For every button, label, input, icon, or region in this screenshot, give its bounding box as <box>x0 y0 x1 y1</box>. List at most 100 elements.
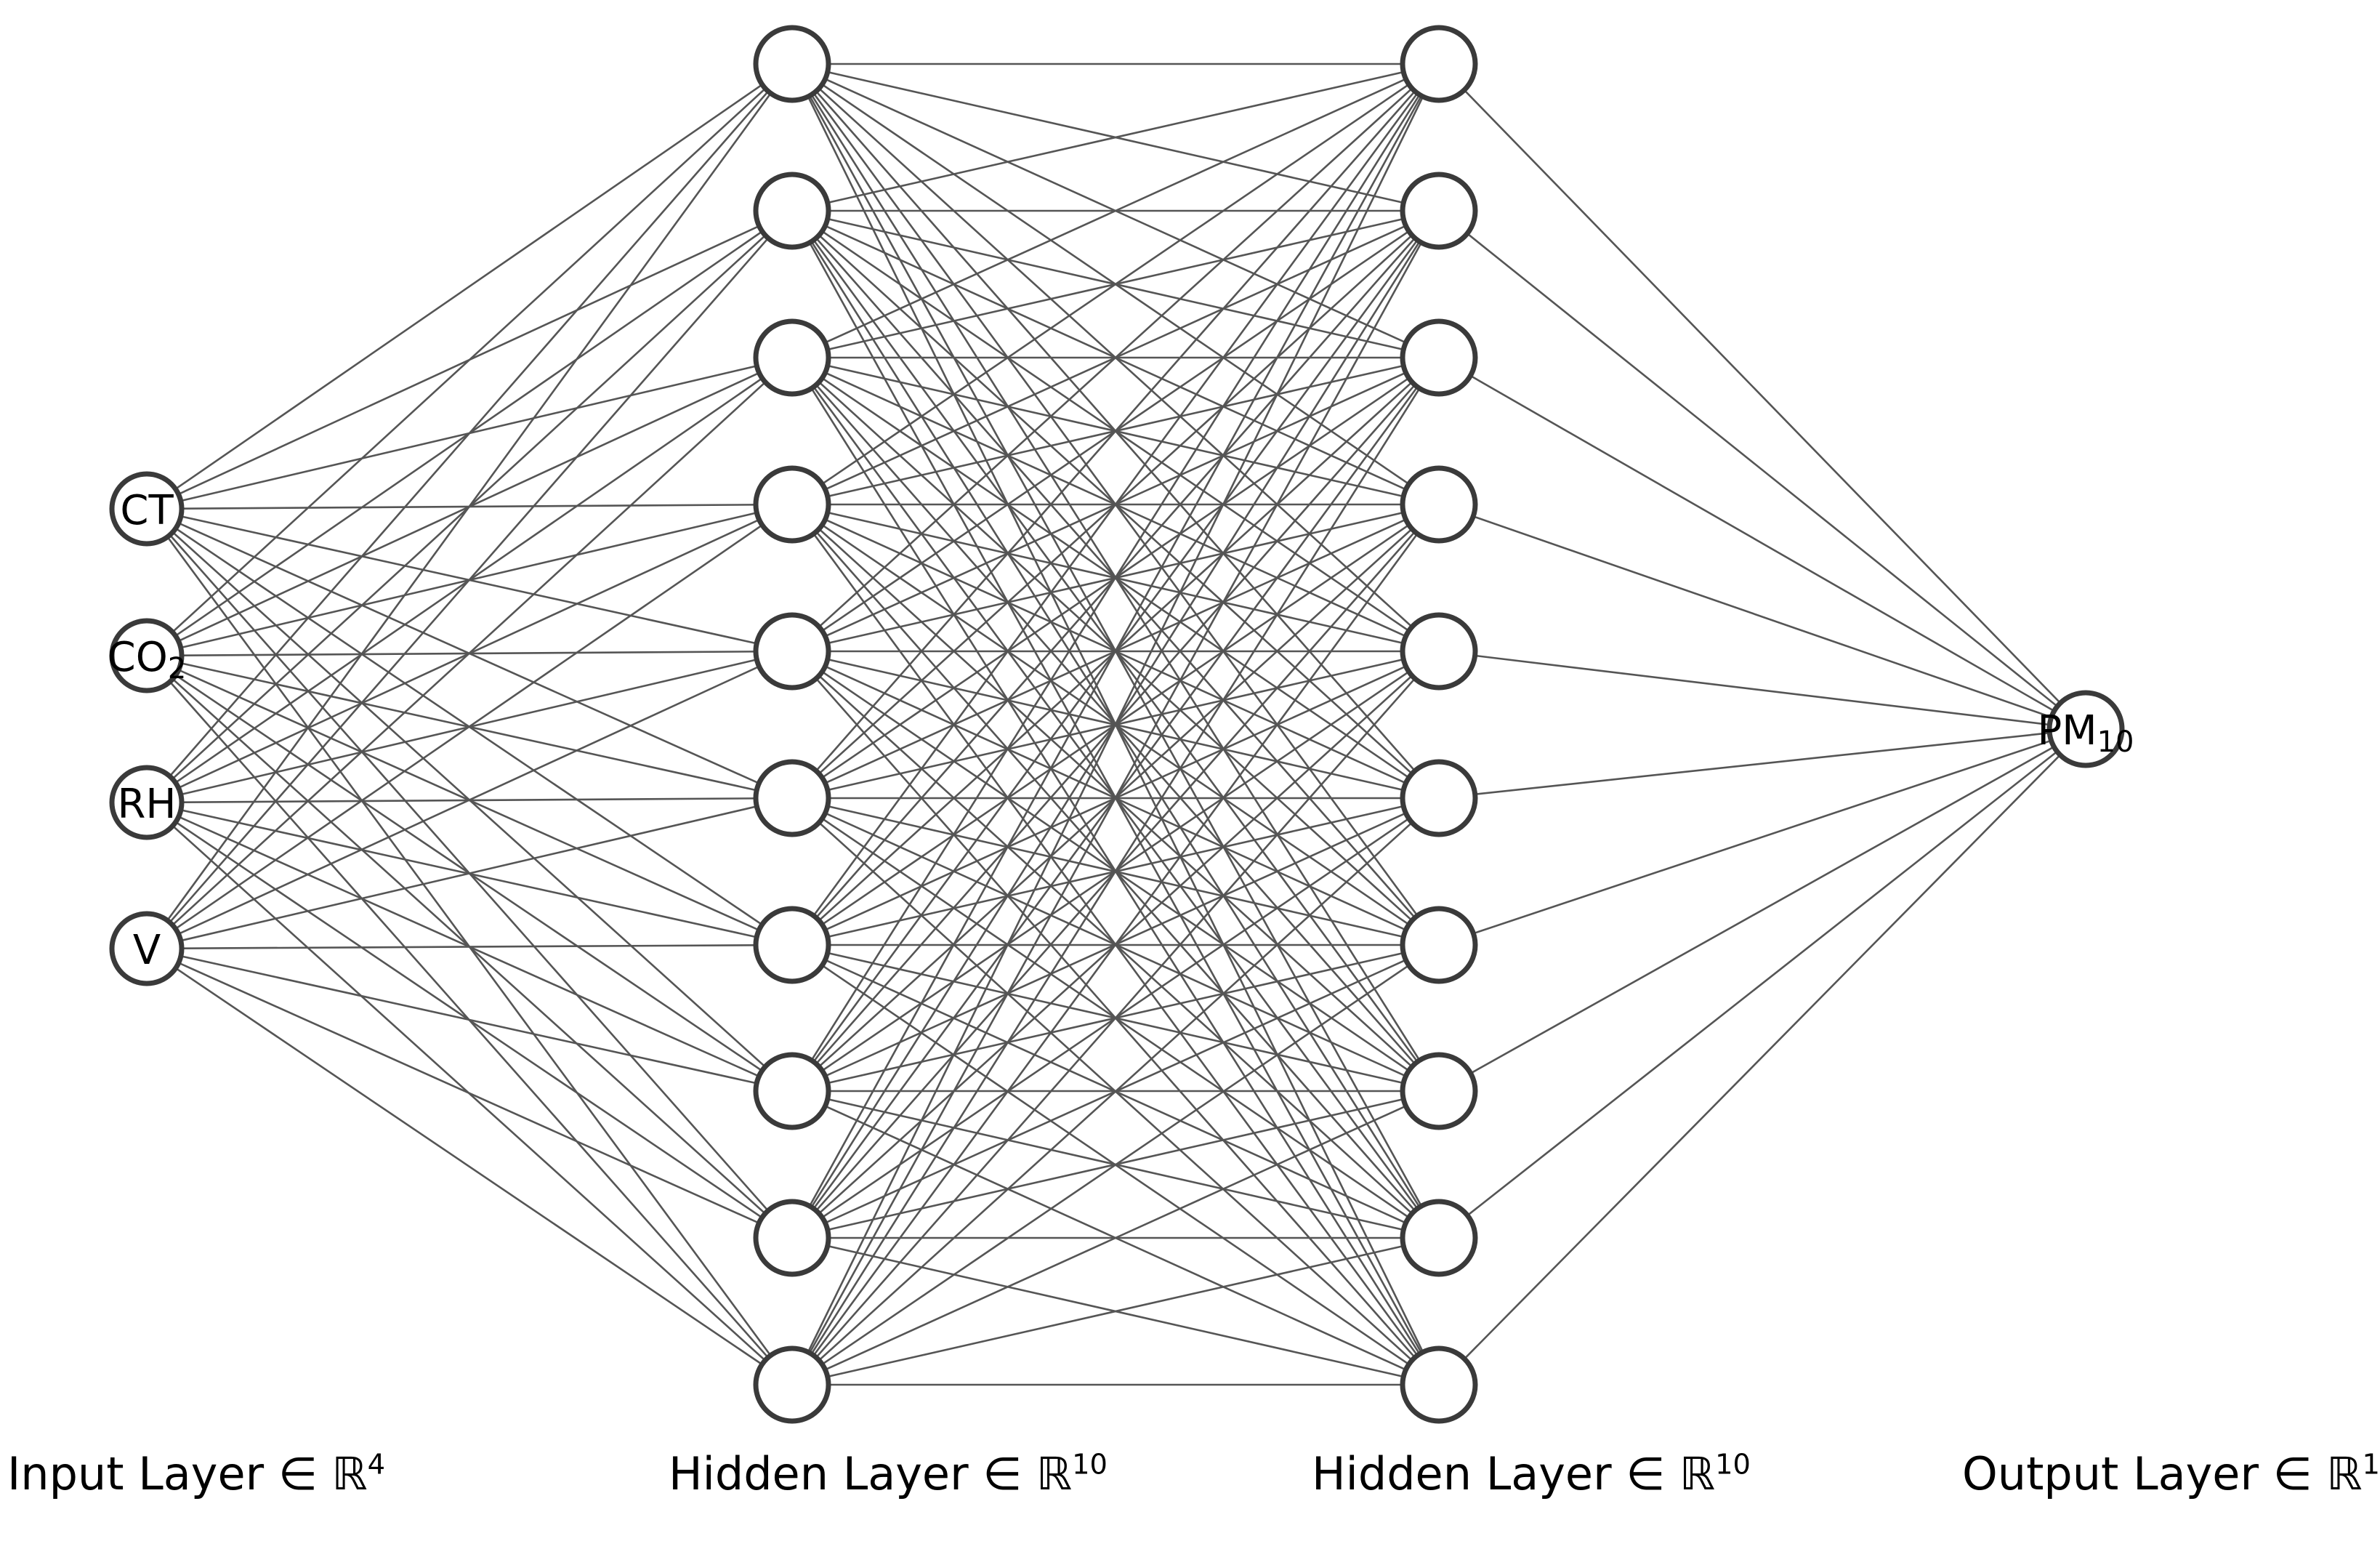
neuron-node-hidden1-9[interactable] <box>753 1199 831 1277</box>
connection-edge <box>146 63 793 510</box>
connection-edge <box>791 63 1440 652</box>
neuron-label: RH <box>117 781 176 828</box>
neuron-node-input-2[interactable]: CO2 <box>108 618 187 693</box>
neuron-node-hidden2-3[interactable] <box>1400 318 1478 397</box>
neuron-node-hidden2-6[interactable] <box>1400 759 1478 837</box>
neuron-circle[interactable] <box>1400 25 1478 103</box>
neuron-node-hidden1-10[interactable] <box>753 1345 831 1424</box>
connection-edge <box>791 63 1440 1092</box>
neuron-circle[interactable] <box>109 618 185 693</box>
caption-hidden-layer-1-text: Hidden Layer ∈ ℝ <box>669 1447 1073 1500</box>
connection-edge <box>791 651 1440 1385</box>
connection-edge <box>1438 63 2086 730</box>
neuron-circle[interactable] <box>1400 1345 1478 1424</box>
neuron-label: CT <box>120 487 174 534</box>
neuron-node-hidden1-2[interactable] <box>753 172 831 250</box>
connection-edge <box>791 357 1440 1385</box>
neuron-circle[interactable] <box>1400 465 1478 544</box>
neuron-circle[interactable] <box>753 172 831 250</box>
connection-edge <box>791 63 1440 946</box>
neuron-node-hidden1-6[interactable] <box>753 759 831 837</box>
connection-edge <box>146 797 793 950</box>
caption-input-layer: Input Layer ∈ ℝ4 <box>7 1451 385 1497</box>
connection-edge <box>791 63 1440 506</box>
neuron-node-hidden2-9[interactable] <box>1400 1199 1478 1277</box>
neuron-circle[interactable] <box>1400 1052 1478 1130</box>
neuron-circle[interactable] <box>1400 612 1478 691</box>
neuron-node-hidden1-1[interactable] <box>753 25 831 103</box>
neuron-circle[interactable] <box>1400 318 1478 397</box>
neuron-node-hidden2-4[interactable] <box>1400 465 1478 544</box>
neuron-node-input-3[interactable]: RH <box>109 765 185 840</box>
neuron-node-hidden2-8[interactable] <box>1400 1052 1478 1130</box>
caption-output-layer-exponent: 1 <box>2362 1448 2380 1481</box>
neuron-circle[interactable] <box>753 25 831 103</box>
connection-edge <box>146 357 793 949</box>
neuron-circle[interactable] <box>1400 172 1478 250</box>
connection-edge <box>146 650 793 950</box>
connection-edge <box>791 63 1440 359</box>
neuron-node-input-4[interactable]: V <box>109 911 185 986</box>
neuron-node-hidden2-7[interactable] <box>1400 906 1478 984</box>
caption-input-layer-exponent: 4 <box>367 1448 386 1481</box>
neuron-circle[interactable] <box>1400 1199 1478 1277</box>
connection-edge <box>1438 728 2086 1093</box>
neuron-node-hidden1-8[interactable] <box>753 1052 831 1130</box>
neuron-circle[interactable] <box>753 1052 831 1130</box>
caption-hidden-layer-2-exponent: 10 <box>1715 1448 1751 1481</box>
connection-edge <box>146 944 793 950</box>
neuron-circle[interactable] <box>753 318 831 397</box>
neuron-node-output-1[interactable]: PM10 <box>2038 690 2134 768</box>
neuron-circle[interactable] <box>109 765 185 840</box>
connection-edge <box>1438 728 2086 1385</box>
caption-hidden-layer-1-exponent: 10 <box>1072 1448 1108 1481</box>
connection-edge <box>146 63 793 803</box>
neuron-circle[interactable] <box>753 1345 831 1424</box>
connection-edge <box>791 63 1440 799</box>
connection-edge <box>146 503 793 950</box>
neuron-node-input-1[interactable]: CT <box>109 471 185 547</box>
connection-edge <box>791 63 1440 1239</box>
connection-edge <box>146 947 793 1239</box>
connection-edge <box>1438 503 2086 731</box>
neuron-circle[interactable] <box>109 471 185 547</box>
connection-edge <box>791 1236 1440 1386</box>
connection-edge <box>1438 728 2086 946</box>
neuron-circle[interactable] <box>753 612 831 691</box>
connection-edge <box>1438 209 2086 731</box>
neuron-node-hidden2-10[interactable] <box>1400 1345 1478 1424</box>
connection-edge <box>1438 650 2086 731</box>
connection-edge <box>1438 728 2086 800</box>
connection-edge <box>145 63 794 949</box>
caption-output-layer: Output Layer ∈ ℝ1 <box>1962 1451 2380 1497</box>
connection-edge <box>146 947 793 1093</box>
neuron-label: CO2 <box>108 634 187 686</box>
neuron-circle[interactable] <box>753 906 831 984</box>
neuron-circle[interactable] <box>1400 759 1478 837</box>
connection-edge <box>146 947 793 1386</box>
neuron-node-hidden1-7[interactable] <box>753 906 831 984</box>
connection-edge <box>146 210 793 949</box>
connection-edge <box>791 504 1440 1385</box>
neuron-node-hidden1-3[interactable] <box>753 318 831 397</box>
neuron-circle[interactable] <box>1400 906 1478 984</box>
neuron-node-hidden1-5[interactable] <box>753 612 831 691</box>
connection-edge <box>1438 356 2086 731</box>
neuron-node-hidden2-1[interactable] <box>1400 25 1478 103</box>
connection-edge <box>146 63 793 656</box>
caption-hidden-layer-2-text: Hidden Layer ∈ ℝ <box>1312 1447 1716 1500</box>
connection-edge <box>791 63 1440 212</box>
connection-edge <box>791 63 1440 1385</box>
neuron-node-hidden2-5[interactable] <box>1400 612 1478 691</box>
neuron-circle[interactable] <box>109 911 185 986</box>
neuron-circle[interactable] <box>753 465 831 544</box>
neuron-node-hidden2-2[interactable] <box>1400 172 1478 250</box>
connection-edge <box>791 944 1440 1386</box>
neuron-circle[interactable] <box>753 759 831 837</box>
neuron-circle[interactable] <box>2046 690 2125 768</box>
neuron-circle[interactable] <box>753 1199 831 1277</box>
neuron-node-hidden1-4[interactable] <box>753 465 831 544</box>
